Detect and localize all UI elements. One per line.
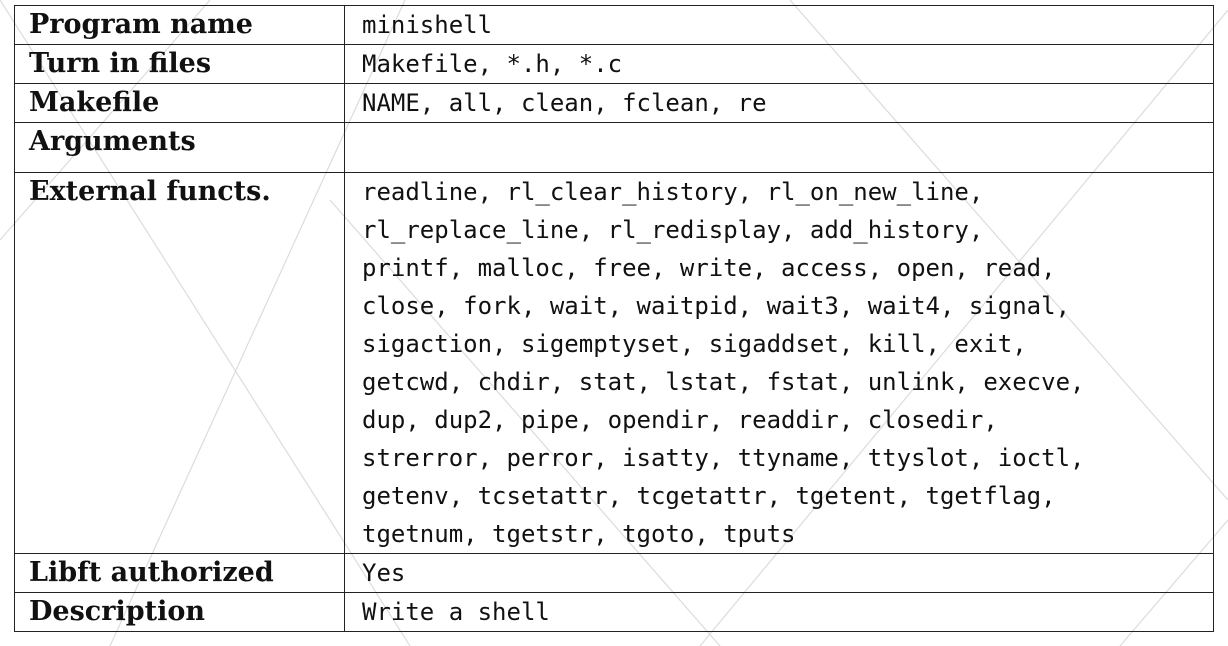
spec-value: Makefile, *.h, *.c xyxy=(344,44,1214,84)
spec-value xyxy=(344,122,1214,173)
function-list-line: tgetnum, tgetstr, tgoto, tputs xyxy=(362,520,796,548)
project-spec-table: Program name minishell Turn in files Mak… xyxy=(14,5,1214,632)
spec-value: NAME, all, clean, fclean, re xyxy=(344,83,1214,123)
spec-row-description: Description Write a shell xyxy=(14,592,1214,632)
function-list-line: dup, dup2, pipe, opendir, readdir, close… xyxy=(362,406,998,434)
spec-label: Program name xyxy=(14,5,345,45)
spec-value: minishell xyxy=(344,5,1214,45)
spec-label: Description xyxy=(14,592,345,632)
spec-label: Makefile xyxy=(14,83,345,123)
function-list-line: strerror, perror, isatty, ttyname, ttysl… xyxy=(362,444,1085,472)
function-list-line: rl_replace_line, rl_redisplay, add_histo… xyxy=(362,216,984,244)
spec-row-libft-authorized: Libft authorized Yes xyxy=(14,553,1214,593)
spec-row-program-name: Program name minishell xyxy=(14,5,1214,45)
function-list-line: printf, malloc, free, write, access, ope… xyxy=(362,254,1056,282)
function-list-line: sigaction, sigemptyset, sigaddset, kill,… xyxy=(362,330,1027,358)
spec-row-arguments: Arguments xyxy=(14,122,1214,173)
spec-label: Libft authorized xyxy=(14,553,345,593)
spec-row-makefile: Makefile NAME, all, clean, fclean, re xyxy=(14,83,1214,123)
function-list-line: getcwd, chdir, stat, lstat, fstat, unlin… xyxy=(362,368,1085,396)
spec-label: Arguments xyxy=(14,122,345,173)
spec-row-external-functs: External functs. readline, rl_clear_hist… xyxy=(14,172,1214,554)
spec-label: Turn in files xyxy=(14,44,345,84)
function-list-line: close, fork, wait, waitpid, wait3, wait4… xyxy=(362,292,1071,320)
spec-value: Write a shell xyxy=(344,592,1214,632)
function-list-line: getenv, tcsetattr, tcgetattr, tgetent, t… xyxy=(362,482,1056,510)
spec-value-multiline: readline, rl_clear_history, rl_on_new_li… xyxy=(344,172,1214,554)
spec-value: Yes xyxy=(344,553,1214,593)
spec-row-turn-in-files: Turn in files Makefile, *.h, *.c xyxy=(14,44,1214,84)
function-list-line: readline, rl_clear_history, rl_on_new_li… xyxy=(362,178,984,206)
spec-label: External functs. xyxy=(14,172,345,554)
